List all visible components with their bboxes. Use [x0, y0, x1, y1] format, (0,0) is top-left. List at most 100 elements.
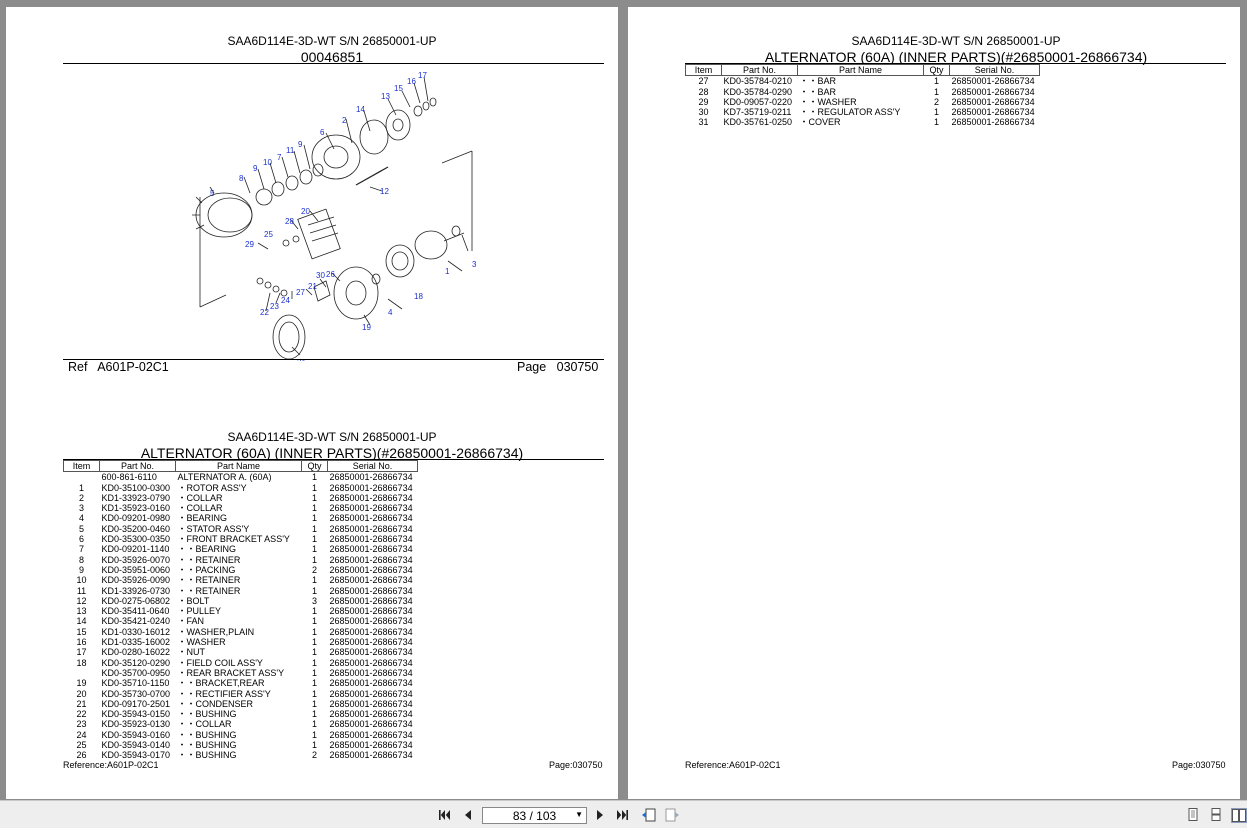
item-cell: 8: [78, 554, 84, 565]
continuous-view-button[interactable]: [1209, 808, 1225, 823]
part-name-cell: ・・CONDENSER: [177, 698, 254, 709]
serial-cell: 26850001-26866734: [329, 595, 413, 606]
callout-5: 5: [210, 189, 215, 198]
serial-cell: 26850001-26866734: [329, 719, 413, 730]
part-no-cell: KD0-35943-0170: [101, 750, 171, 761]
qty-cell: 1: [311, 492, 317, 503]
part-name-cell: ・・REGULATOR ASS'Y: [799, 107, 901, 118]
ref-line: Ref A601P-02C1: [68, 360, 169, 374]
qty-cell: 1: [311, 688, 317, 699]
footer-page: Page:030750: [549, 760, 603, 770]
callout-6: 6: [320, 128, 325, 137]
part-name-cell: ・・BUSHING: [177, 740, 237, 751]
qty-cell: 1: [311, 575, 317, 586]
col-serial: Serial No.: [949, 63, 1040, 77]
part-no-cell: KD1-35923-0160: [101, 503, 171, 514]
part-name-cell: ・COLLAR: [177, 492, 223, 503]
part-no-cell: KD0-0280-16022: [101, 647, 171, 658]
document-page-left: SAA6D114E-3D-WT S/N 26850001-UP 00046851: [6, 7, 618, 799]
front-bracket-shape: [311, 134, 361, 180]
callout-25: 25: [264, 230, 273, 239]
qty-cell: 1: [311, 472, 317, 483]
first-page-button[interactable]: [438, 808, 452, 822]
callout-20: 20: [301, 207, 310, 216]
serial-cell: 26850001-26866734: [329, 482, 413, 493]
single-page-view-button[interactable]: [1186, 808, 1202, 823]
go-back-button[interactable]: [640, 808, 656, 822]
last-page-button[interactable]: [615, 808, 629, 822]
part-name-cell: ・・BRACKET,REAR: [177, 678, 265, 689]
callout-26: 26: [326, 270, 335, 279]
callout-3: 3: [472, 260, 477, 269]
callout-8: 8: [239, 174, 244, 183]
field-coil-shape: [385, 244, 415, 278]
callout-18: 18: [414, 292, 423, 301]
part-no-cell: KD0-35411-0640: [101, 606, 170, 617]
last-page-icon: [617, 810, 628, 820]
col-part-name: Part Name: [797, 63, 924, 77]
callout-27: 27: [296, 288, 305, 297]
qty-cell: 2: [933, 96, 939, 107]
stator-shape: [195, 192, 253, 238]
go-forward-button[interactable]: [664, 808, 680, 822]
prev-page-button[interactable]: [461, 808, 473, 822]
part-name-cell: ・・BAR: [799, 86, 837, 97]
list-header-rule: [63, 459, 604, 460]
item-cell: 18: [76, 657, 87, 668]
item-cell: 31: [698, 117, 709, 128]
serial-cell: 26850001-26866734: [329, 564, 413, 575]
serial-cell: 26850001-26866734: [329, 698, 413, 709]
footer-reference: Reference:A601P-02C1: [63, 760, 159, 770]
item-cell: 23: [76, 719, 87, 730]
part-name-cell: ・FAN: [177, 616, 205, 627]
serial-cell: 26850001-26866734: [951, 96, 1035, 107]
item-cell: 26: [76, 750, 87, 761]
list-model-title: SAA6D114E-3D-WT S/N 26850001-UP: [851, 34, 1061, 48]
part-name-cell: ・・RETAINER: [177, 554, 241, 565]
item-cell: 4: [78, 513, 84, 524]
callout-17: 17: [418, 71, 427, 80]
callout-7: 7: [277, 153, 282, 162]
serial-cell: 26850001-26866734: [329, 472, 413, 483]
qty-cell: 1: [311, 637, 317, 648]
part-name-cell: ・BEARING: [177, 513, 228, 524]
part-no-cell: KD0-35784-0210: [723, 76, 793, 87]
part-no-cell: KD0-35100-0300: [101, 482, 171, 493]
go-forward-icon: [665, 808, 679, 822]
serial-cell: 26850001-26866734: [951, 76, 1035, 87]
footer-page: Page:030750: [1172, 760, 1226, 770]
qty-cell: 1: [933, 76, 939, 87]
qty-cell: 1: [311, 554, 317, 565]
callout-30: 30: [316, 271, 325, 280]
serial-cell: 26850001-26866734: [329, 492, 413, 503]
page-value: 030750: [556, 360, 599, 374]
list-header-rule: [685, 63, 1226, 64]
item-cell: 24: [76, 729, 87, 740]
item-cell: 15: [76, 626, 87, 637]
two-page-view-button[interactable]: [1231, 808, 1247, 823]
next-page-button[interactable]: [594, 808, 606, 822]
item-cell: 29: [698, 96, 709, 107]
part-name-cell: ・・BUSHING: [177, 729, 237, 740]
part-name-cell: ・REAR BRACKET ASS'Y: [177, 667, 285, 678]
part-name-cell: ・NUT: [177, 647, 206, 658]
ref-label: Ref: [68, 360, 88, 374]
single-page-view-icon: [1188, 808, 1198, 821]
page-number-select[interactable]: 83 / 103 ▼: [482, 807, 587, 824]
qty-cell: 1: [311, 740, 317, 751]
serial-cell: 26850001-26866734: [329, 523, 413, 534]
